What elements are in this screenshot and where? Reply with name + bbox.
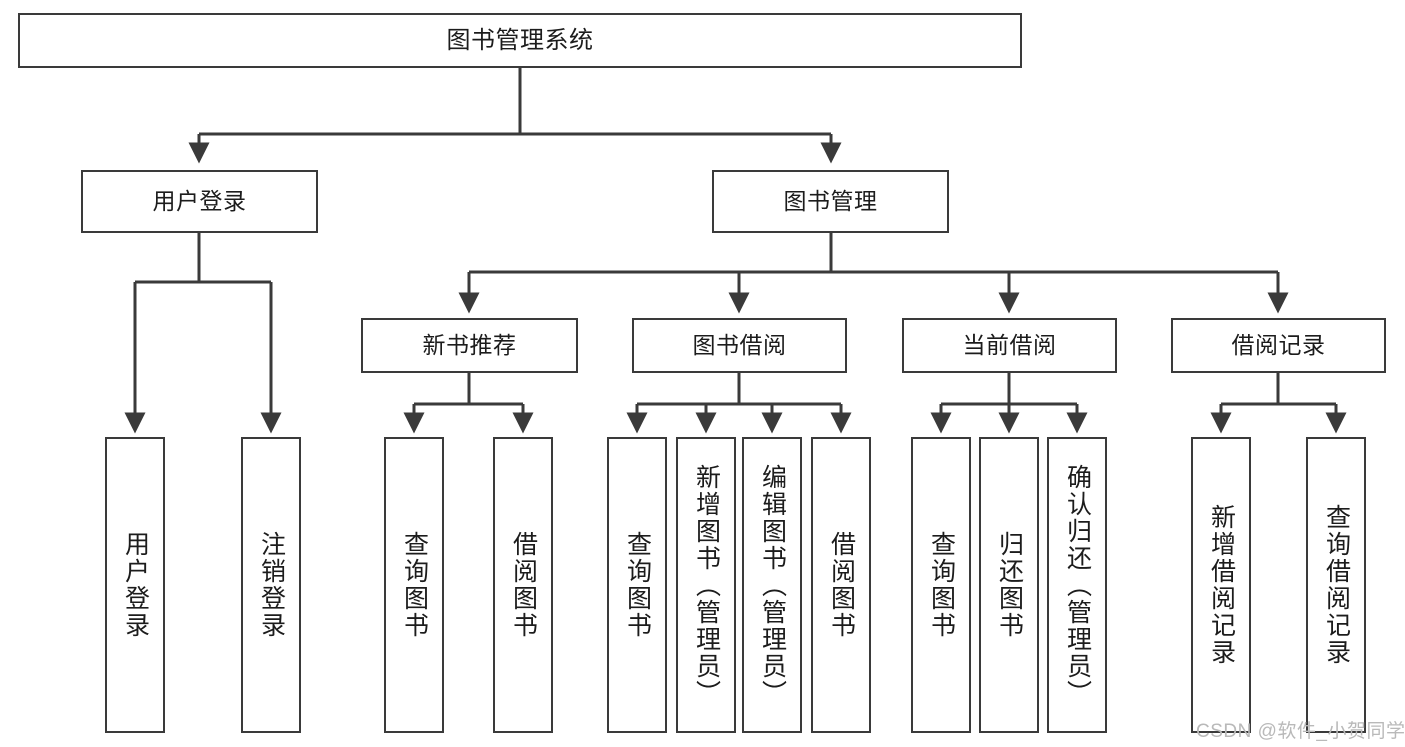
- leaf-add-borrow-record[interactable]: 新增借阅记录: [1191, 437, 1251, 733]
- node-current-borrow[interactable]: 当前借阅: [902, 318, 1117, 373]
- leaf-confirm-return-admin[interactable]: 确认归还（管理员）: [1047, 437, 1107, 733]
- node-book-management[interactable]: 图书管理: [712, 170, 949, 233]
- leaf-query-book-2[interactable]: 查询图书: [607, 437, 667, 733]
- node-user-login[interactable]: 用户登录: [81, 170, 318, 233]
- leaf-return-book-label: 归还图书: [995, 531, 1024, 639]
- leaf-query-book-3[interactable]: 查询图书: [911, 437, 971, 733]
- leaf-borrow-book-2-label: 借阅图书: [827, 531, 856, 639]
- node-new-book-recommend[interactable]: 新书推荐: [361, 318, 578, 373]
- leaf-confirm-return-admin-label: 确认归还（管理员）: [1063, 463, 1092, 707]
- leaf-query-book-2-label: 查询图书: [623, 531, 652, 639]
- leaf-borrow-book-1-label: 借阅图书: [509, 531, 538, 639]
- leaf-query-book-1[interactable]: 查询图书: [384, 437, 444, 733]
- leaf-logout-login-label: 注销登录: [257, 531, 286, 639]
- node-book-borrow-label: 图书借阅: [692, 332, 787, 359]
- leaf-logout-login[interactable]: 注销登录: [241, 437, 301, 733]
- leaf-user-login-label: 用户登录: [121, 531, 150, 639]
- leaf-edit-book-admin[interactable]: 编辑图书（管理员）: [742, 437, 802, 733]
- leaf-add-book-admin-label: 新增图书（管理员）: [692, 463, 721, 707]
- leaf-borrow-book-2[interactable]: 借阅图书: [811, 437, 871, 733]
- node-current-borrow-label: 当前借阅: [962, 332, 1057, 359]
- leaf-query-borrow-record-label: 查询借阅记录: [1322, 504, 1351, 666]
- node-book-management-label: 图书管理: [783, 188, 878, 215]
- node-root-label: 图书管理系统: [446, 26, 594, 54]
- node-new-book-recommend-label: 新书推荐: [422, 332, 517, 359]
- leaf-query-borrow-record[interactable]: 查询借阅记录: [1306, 437, 1366, 733]
- leaf-borrow-book-1[interactable]: 借阅图书: [493, 437, 553, 733]
- leaf-return-book[interactable]: 归还图书: [979, 437, 1039, 733]
- node-root[interactable]: 图书管理系统: [18, 13, 1022, 68]
- leaf-query-book-3-label: 查询图书: [927, 531, 956, 639]
- node-borrow-record[interactable]: 借阅记录: [1171, 318, 1386, 373]
- node-borrow-record-label: 借阅记录: [1231, 332, 1326, 359]
- node-book-borrow[interactable]: 图书借阅: [632, 318, 847, 373]
- node-user-login-label: 用户登录: [152, 188, 247, 215]
- leaf-user-login[interactable]: 用户登录: [105, 437, 165, 733]
- leaf-query-book-1-label: 查询图书: [400, 531, 429, 639]
- leaf-add-book-admin[interactable]: 新增图书（管理员）: [676, 437, 736, 733]
- leaf-edit-book-admin-label: 编辑图书（管理员）: [758, 463, 787, 707]
- leaf-add-borrow-record-label: 新增借阅记录: [1207, 504, 1236, 666]
